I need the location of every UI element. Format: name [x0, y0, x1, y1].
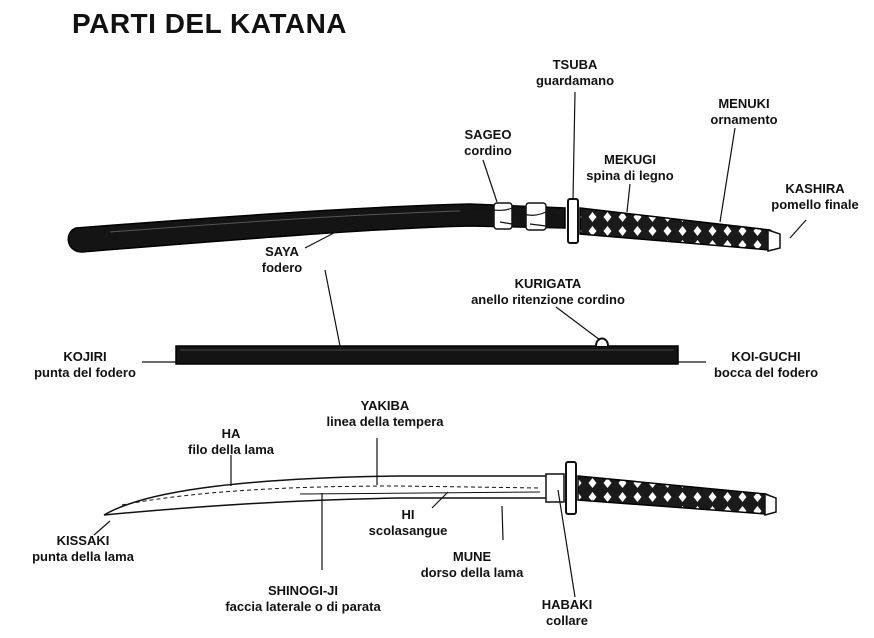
- tsuka-handle-top: [579, 207, 777, 251]
- label-tsuba: TSUBA guardamano: [536, 57, 614, 89]
- label-koiguchi: KOI-GUCHI bocca del fodero: [714, 349, 818, 381]
- label-kojiri: KOJIRI punta del fodero: [34, 349, 136, 381]
- label-yakiba-desc: linea della tempera: [326, 414, 444, 429]
- label-habaki-desc: collare: [546, 613, 588, 628]
- label-kojiri-term: KOJIRI: [63, 349, 107, 364]
- label-mune-desc: dorso della lama: [420, 565, 524, 580]
- label-mekugi: MEKUGI spina di legno: [586, 152, 673, 184]
- leader-sageo: [482, 159, 498, 203]
- leader-hi: [431, 491, 449, 509]
- label-kurigata-term: KURIGATA: [514, 276, 582, 291]
- label-sageo-desc: cordino: [464, 143, 512, 158]
- saya-highlight: [109, 210, 461, 233]
- label-kurigata-desc: anello ritenzione cordino: [471, 292, 625, 307]
- leader-kashira: [789, 219, 807, 239]
- label-mune-term: MUNE: [452, 549, 492, 564]
- label-kashira-term: KASHIRA: [785, 181, 845, 196]
- tsuba-guard-bottom: [565, 461, 577, 515]
- label-habaki: HABAKI collare: [542, 597, 593, 629]
- label-sageo-term: SAGEO: [464, 127, 512, 142]
- label-saya-term: SAYA: [265, 244, 299, 259]
- label-menuki-desc: ornamento: [710, 112, 778, 127]
- label-koiguchi-desc: bocca del fodero: [713, 365, 819, 380]
- leader-habaki: [557, 489, 576, 598]
- hamon-line: [121, 485, 541, 506]
- blade: [103, 475, 549, 516]
- label-menuki: MENUKI ornamento: [710, 96, 777, 128]
- habaki-collar: [545, 473, 565, 503]
- label-shinogiji-term: SHINOGI-JI: [267, 583, 339, 598]
- label-shinogiji-desc: faccia laterale o di parata: [225, 599, 381, 614]
- label-kashira: KASHIRA pomello finale: [771, 181, 858, 213]
- label-hi-term: HI: [401, 507, 415, 522]
- leader-mekugi: [626, 183, 631, 213]
- label-sageo: SAGEO cordino: [464, 127, 512, 159]
- tsuka-handle-bottom: [577, 475, 775, 515]
- label-yakiba-term: YAKIBA: [360, 398, 410, 413]
- diagram-title: PARTI DEL KATANA: [72, 8, 348, 39]
- label-ha-term: HA: [221, 426, 241, 441]
- label-mekugi-desc: spina di legno: [586, 168, 674, 183]
- leader-tsuba: [572, 91, 576, 201]
- label-menuki-term: MENUKI: [718, 96, 770, 111]
- leader-mune: [501, 505, 504, 541]
- label-mune: MUNE dorso della lama: [421, 549, 524, 581]
- sheathed-katana: [67, 198, 781, 253]
- leader-menuki: [719, 127, 736, 223]
- label-yakiba: YAKIBA linea della tempera: [326, 398, 443, 430]
- label-kissaki-term: KISSAKI: [56, 533, 110, 548]
- label-habaki-term: HABAKI: [541, 597, 593, 612]
- leader-saya: [324, 269, 341, 347]
- leader-kurigata: [555, 306, 601, 341]
- sageo-knot-1: [493, 202, 513, 230]
- label-kojiri-desc: punta del fodero: [34, 365, 136, 380]
- label-hi: HI scolasangue: [369, 507, 448, 539]
- sageo-cord: [471, 207, 547, 227]
- label-kissaki-desc: punta della lama: [32, 549, 134, 564]
- leader-saya-top: [304, 221, 356, 249]
- label-shinogiji: SHINOGI-JI faccia laterale o di parata: [225, 583, 380, 615]
- leader-lines: [93, 91, 807, 598]
- label-saya: SAYA fodero: [262, 244, 302, 276]
- label-kissaki: KISSAKI punta della lama: [32, 533, 134, 565]
- label-hi-desc: scolasangue: [368, 523, 448, 538]
- saya-scabbard: [67, 203, 566, 253]
- sageo-knot-2: [525, 202, 547, 231]
- label-kurigata: KURIGATA anello ritenzione cordino: [471, 276, 625, 308]
- label-tsuba-term: TSUBA: [552, 57, 598, 72]
- label-saya-desc: fodero: [261, 260, 303, 275]
- label-kashira-desc: pomello finale: [771, 197, 859, 212]
- label-mekugi-term: MEKUGI: [604, 152, 656, 167]
- kurigata-ring: [595, 337, 609, 347]
- saya-straight: [175, 337, 679, 365]
- label-tsuba-desc: guardamano: [535, 73, 615, 88]
- leader-kissaki: [93, 520, 111, 536]
- label-ha: HA filo della lama: [188, 426, 274, 458]
- kashira-pommel-bottom: [764, 492, 777, 516]
- tsuba-guard-top: [567, 198, 579, 244]
- hi-groove: [299, 491, 541, 495]
- kashira-pommel-top: [767, 228, 781, 252]
- bare-katana: [103, 461, 777, 516]
- saya-body: [175, 345, 679, 365]
- label-koiguchi-term: KOI-GUCHI: [731, 349, 801, 364]
- label-ha-desc: filo della lama: [188, 442, 274, 457]
